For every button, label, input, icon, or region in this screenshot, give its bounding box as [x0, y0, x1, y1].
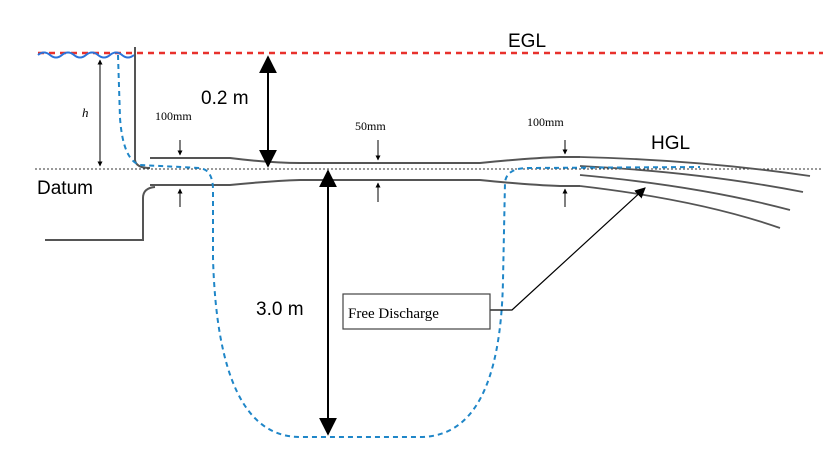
hgl-line	[117, 54, 701, 438]
h-label: h	[82, 105, 89, 120]
datum-label: Datum	[37, 178, 93, 199]
free-discharge-leader	[490, 187, 646, 311]
hgl-label: HGL	[651, 133, 690, 154]
tank-bottom	[45, 186, 156, 241]
diameter-markers	[177, 140, 568, 207]
head-3-0m-label: 3.0 m	[256, 299, 304, 320]
egl-label: EGL	[508, 31, 546, 52]
free-discharge-box	[342, 293, 491, 330]
outlet-diameter-label: 100mm	[527, 115, 564, 129]
discharge-jet	[579, 156, 811, 229]
free-discharge-label: Free Discharge	[348, 306, 439, 322]
throat-diameter-label: 50mm	[355, 119, 386, 133]
head-0-2m-label: 0.2 m	[201, 88, 249, 109]
tank-wall	[134, 47, 151, 169]
pipe-top-wall	[150, 156, 580, 164]
tank-water-surface	[37, 51, 135, 59]
inlet-diameter-label: 100mm	[155, 109, 192, 123]
pipe-bottom-wall	[150, 179, 580, 187]
